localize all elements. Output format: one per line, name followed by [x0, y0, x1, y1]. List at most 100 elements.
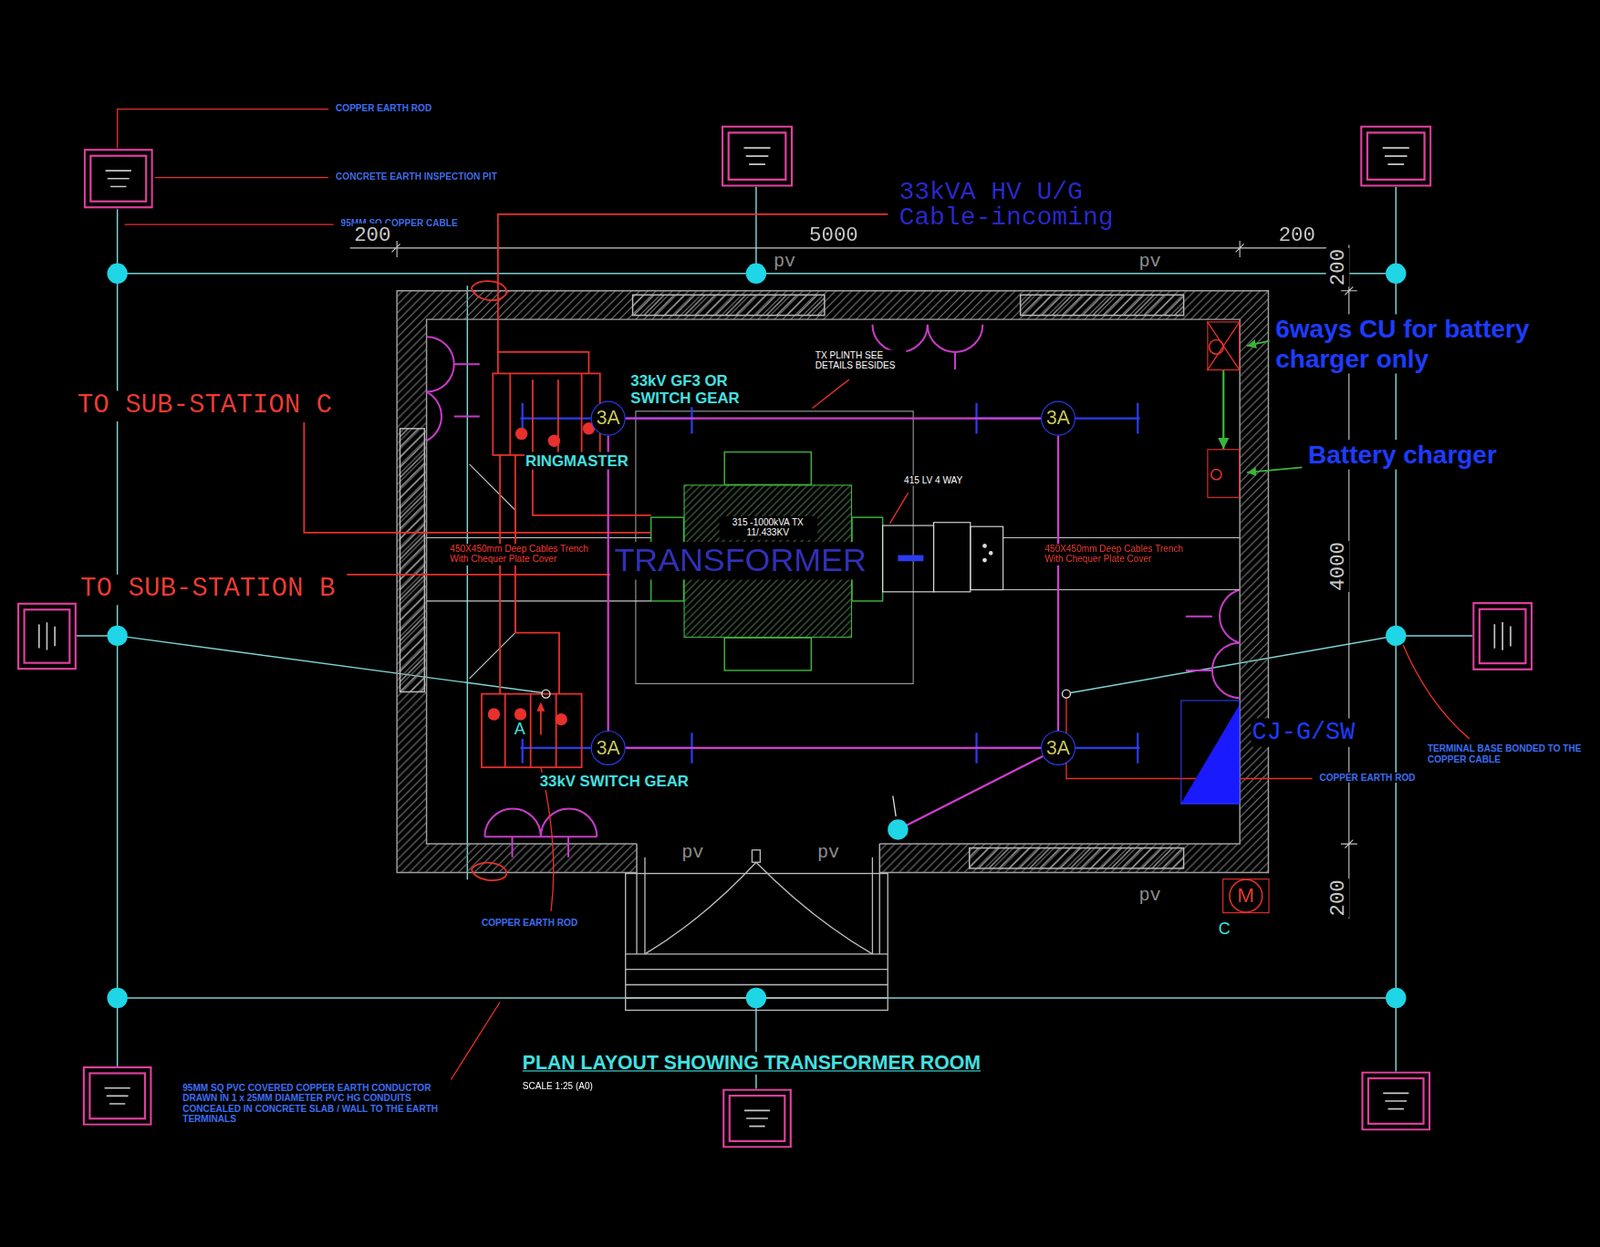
dimension-text: 200 — [1326, 878, 1351, 918]
label-anchor: 200 — [1338, 897, 1378, 922]
earth-pit-part — [18, 603, 76, 669]
earth-terminal — [541, 689, 1071, 817]
switch-tag: A — [513, 720, 527, 740]
cable-trench — [426, 464, 1241, 679]
earth-grid — [76, 187, 1473, 1090]
lv-panel-part — [983, 544, 988, 549]
room-wall-part — [399, 428, 425, 693]
dimension-text: 5000 — [808, 223, 860, 248]
earth-pit-part — [723, 1090, 791, 1148]
label-anchor: A — [513, 720, 527, 740]
lv-panel-part — [983, 558, 988, 562]
earth-grid-part — [76, 187, 1473, 1090]
door-steps-part — [751, 850, 760, 863]
room-wall-part — [1020, 294, 1185, 315]
earth-bar-label: 3A — [592, 731, 625, 764]
title-anchor: SCALE 1:25 (A0) — [522, 1080, 593, 1092]
earth-conductor — [625, 417, 1041, 420]
heading: Battery charger — [1307, 439, 1498, 469]
earth-terminal-part — [893, 796, 896, 817]
earth-bar-3a: 3A — [591, 730, 626, 766]
label-anchor: 33kV SWITCH GEAR — [539, 772, 690, 790]
switch-contact-part — [555, 713, 568, 726]
label-anchor: 450X450mm Deep Cables Trench With Cheque… — [1043, 543, 1199, 565]
trench-note: 450X450mm Deep Cables Trench With Cheque… — [1043, 543, 1199, 565]
lv-panel — [883, 522, 1004, 593]
earth-node-dot-part — [746, 987, 767, 1008]
label-anchor: 415 LV 4 WAY — [903, 475, 964, 487]
earth-node-dot-part — [106, 987, 127, 1008]
equipment-label: 33kV SWITCH GEAR — [539, 772, 690, 790]
motor-symbol: MC — [1222, 878, 1269, 914]
leader-note: COPPER EARTH ROD — [1318, 772, 1416, 784]
label-anchor: 200 — [353, 223, 393, 248]
switch-contact-part — [536, 702, 545, 712]
label-anchor: RINGMASTER — [524, 452, 630, 470]
earth-conductor — [1057, 436, 1060, 731]
panel-label: 415 LV 4 WAY — [903, 475, 964, 487]
title-anchor: PLAN LAYOUT SHOWING TRANSFORMER ROOM — [522, 1051, 981, 1074]
battery-charger-box: Battery charger — [1206, 448, 1240, 499]
switch-contact-part — [548, 435, 561, 447]
hv-cable-part — [471, 280, 507, 301]
lv-panel-part — [970, 526, 1004, 590]
equipment-label: 33kV GF3 OR SWITCH GEAR — [629, 371, 752, 407]
cable-trench-part — [1003, 538, 1241, 591]
label-anchor: pv — [816, 841, 841, 863]
dimension-text: 200 — [1326, 248, 1351, 288]
pv-mark: pv — [1137, 884, 1162, 906]
equipment-symbol-part — [1180, 704, 1240, 805]
earth-pit-part — [1361, 126, 1431, 187]
switch-contact-part — [515, 427, 528, 440]
earth-node-dot-part — [887, 819, 908, 840]
feed-arrow — [1222, 370, 1225, 449]
earth-pit — [18, 126, 1532, 1148]
earth-node-dot-part — [746, 263, 767, 284]
lv-panel-part — [988, 551, 993, 556]
switch-contact-part — [514, 707, 527, 720]
earth-node-dot-part — [1385, 263, 1406, 284]
earth-node-dot — [106, 263, 1406, 1009]
pv-mark: pv — [816, 841, 841, 863]
earth-node-dot-part — [1385, 625, 1406, 646]
door-steps-part — [644, 862, 873, 955]
light-fitting-part — [1185, 590, 1240, 699]
pointer-arrow-part — [1246, 341, 1270, 347]
label-anchor: 33kV GF3 OR SWITCH GEAR — [629, 371, 752, 407]
label-anchor: TO SUB-STATION B — [79, 574, 336, 605]
pv-mark: pv — [1137, 250, 1162, 272]
dimension-line — [350, 240, 1358, 919]
room-wall-part — [633, 294, 825, 315]
pv-mark: pv — [680, 841, 705, 863]
label-anchor: pv — [680, 841, 705, 863]
earth-bar-label: 3A — [1041, 402, 1075, 435]
room-wall-part — [969, 848, 1185, 869]
equipment-symbol-part — [1211, 469, 1222, 480]
dimension-text: 200 — [353, 223, 393, 248]
heading: CJ-G/SW — [1250, 718, 1356, 748]
earth-bar-3a: 3A — [1040, 730, 1076, 766]
label-anchor: 450X450mm Deep Cables Trench With Cheque… — [448, 543, 604, 565]
earth-bar-3a: 3A — [1040, 401, 1076, 437]
drawing-title: PLAN LAYOUT SHOWING TRANSFORMER ROOM — [522, 1051, 981, 1074]
light-fitting-part — [484, 809, 597, 858]
label-anchor: TERMINAL BASE BONDED TO THE COPPER CABLE — [1426, 743, 1594, 765]
lv-panel-part — [897, 555, 924, 562]
transformer-plinth-part-part — [724, 452, 811, 486]
earth-pit-part — [1362, 1072, 1431, 1131]
earth-bar-label: 3A — [592, 402, 625, 435]
leader-line-part — [450, 379, 1469, 1080]
equipment-symbol — [1180, 321, 1262, 913]
light-fitting-part — [426, 336, 480, 441]
scale-caption: SCALE 1:25 (A0) — [522, 1080, 593, 1092]
earth-pit-part — [1473, 602, 1532, 670]
label-anchor: pv — [772, 250, 797, 272]
label-anchor: COPPER EARTH ROD — [1318, 772, 1416, 784]
dimension-text: 200 — [1277, 223, 1318, 248]
conductor-note: 95MM SQ PVC COVERED COPPER EARTH CONDUCT… — [181, 1082, 462, 1125]
consumer-unit-box: 6ways CU for battery charger only — [1206, 321, 1240, 371]
leader-note: TERMINAL BASE BONDED TO THE COPPER CABLE — [1426, 743, 1594, 765]
earth-pit-part — [722, 126, 792, 187]
equipment-symbol-part — [1206, 321, 1240, 371]
earth-conductor — [897, 756, 1043, 831]
